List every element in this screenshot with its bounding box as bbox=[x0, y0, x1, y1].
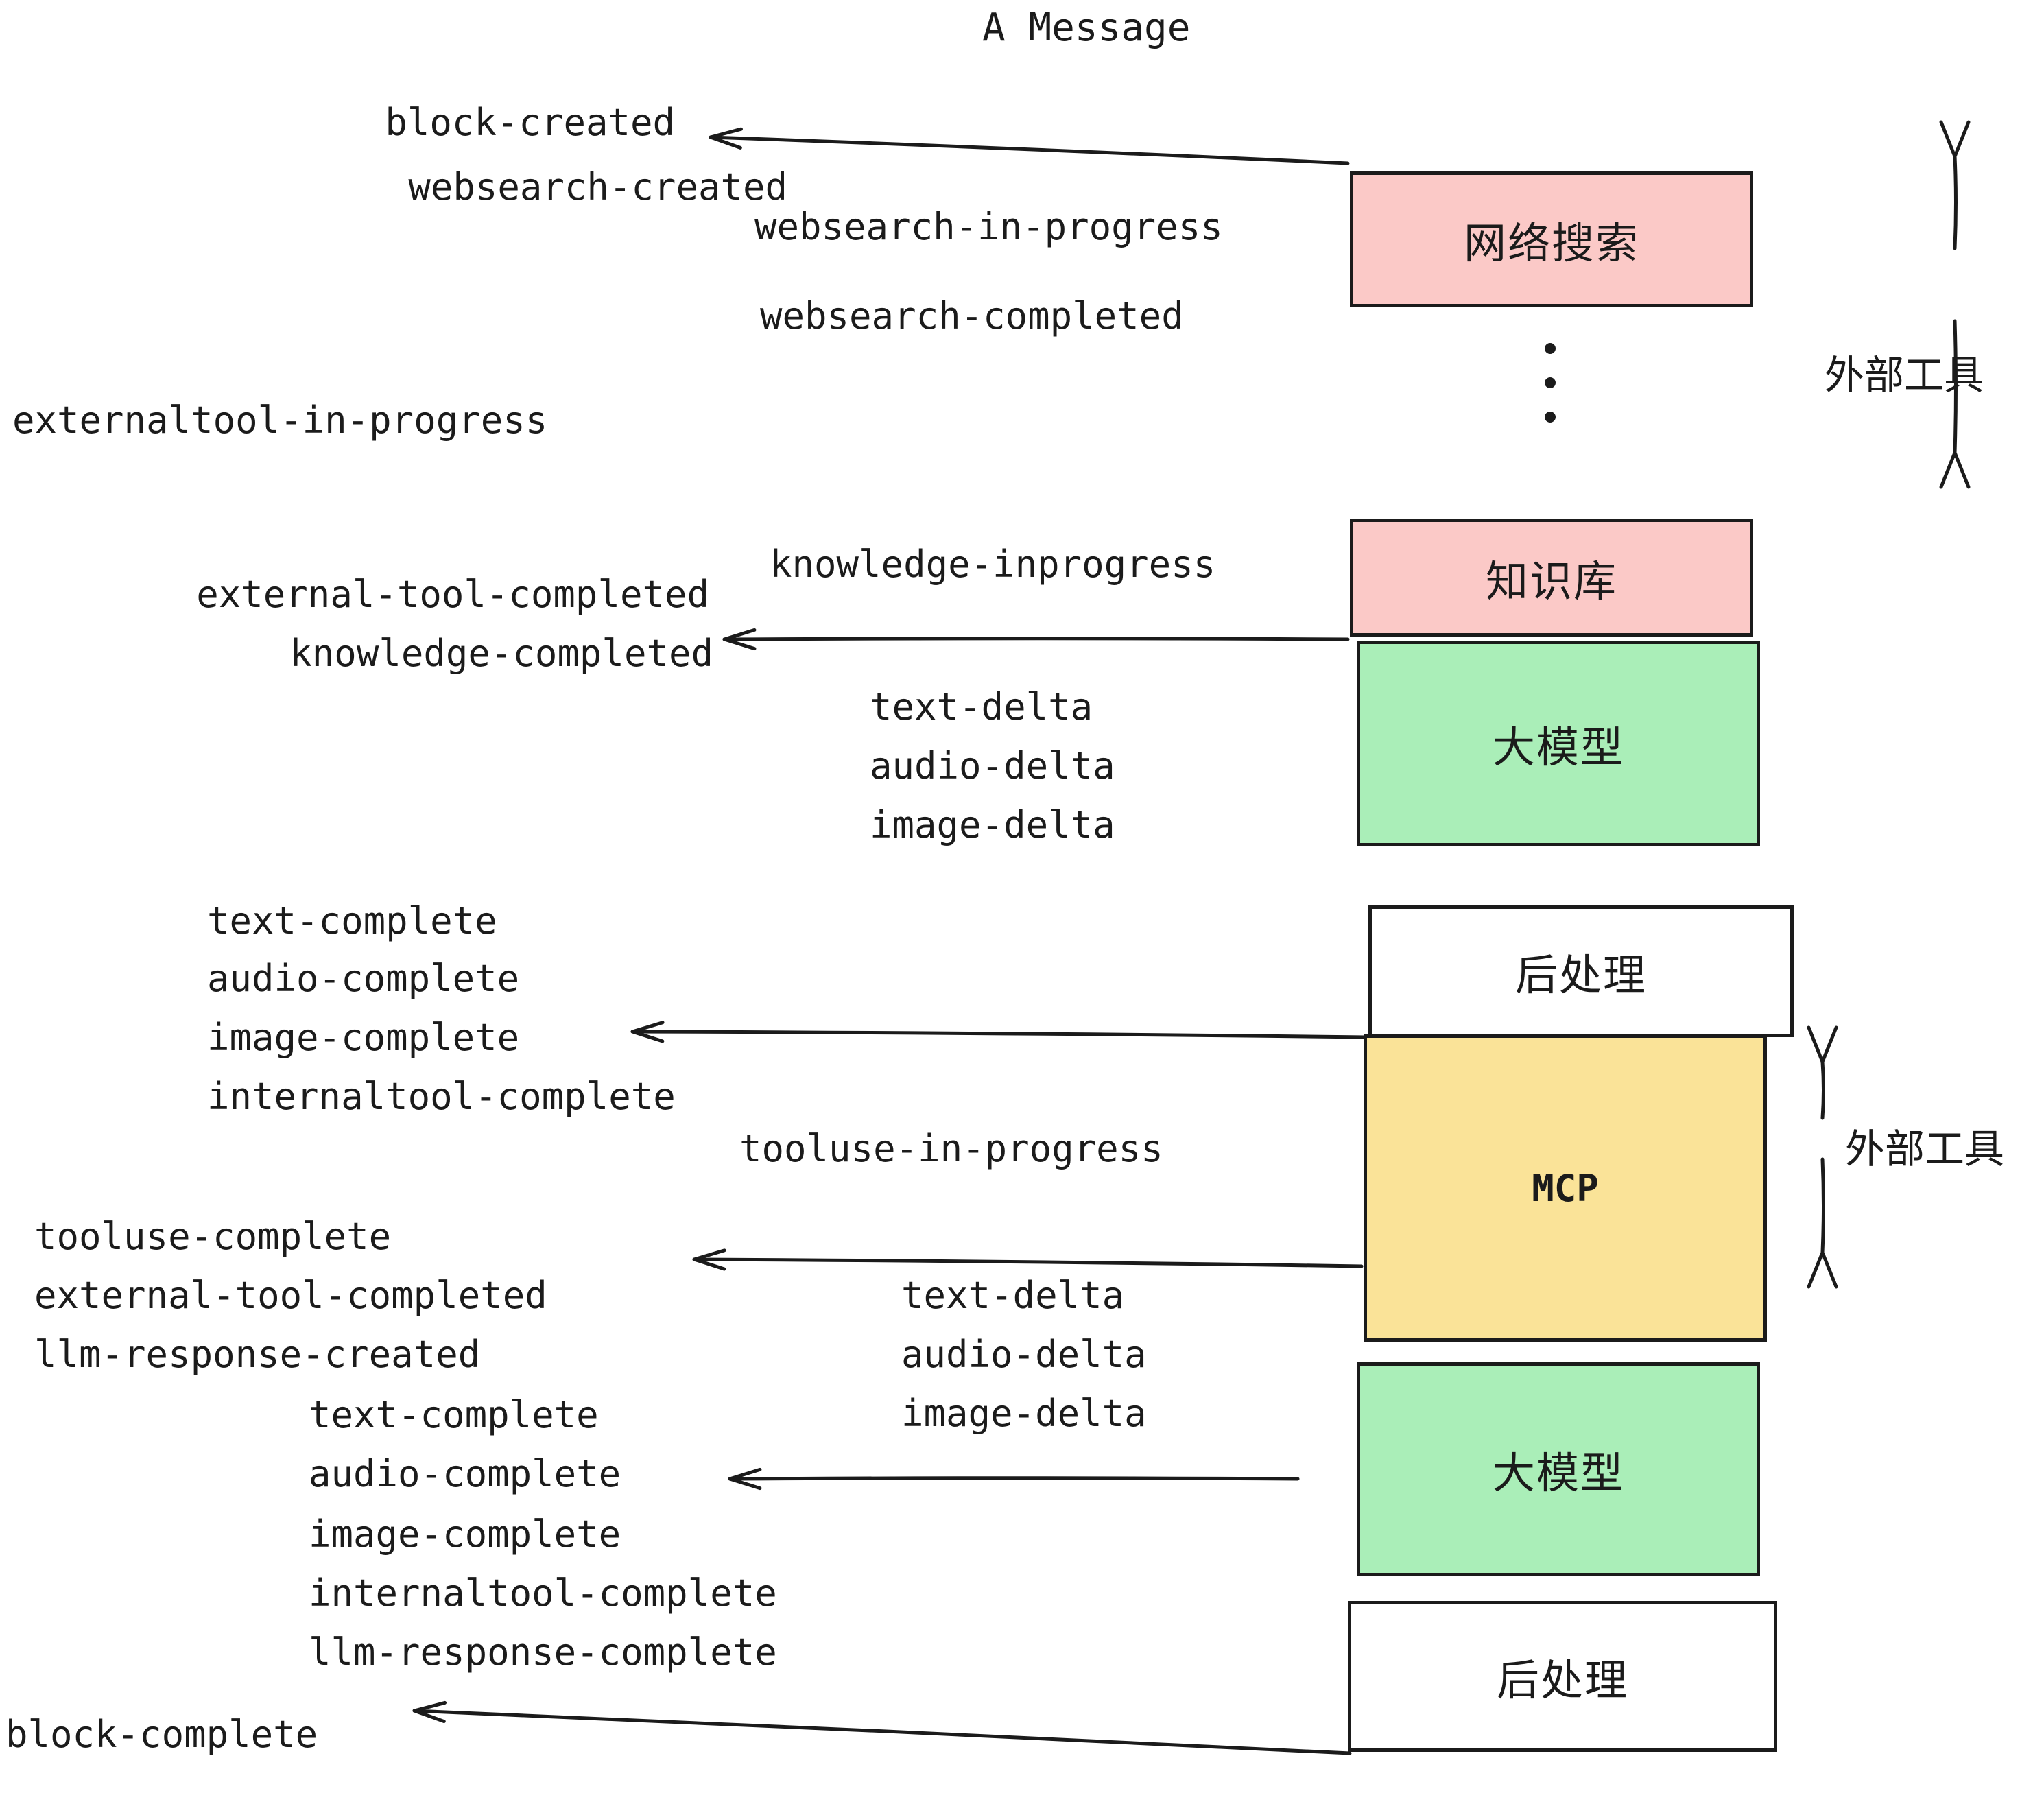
event-label-tooluse-in-progress: tooluse-in-progress bbox=[739, 1127, 1163, 1170]
node-label: 大模型 bbox=[1492, 722, 1624, 772]
external-tool-top-arrow-down bbox=[1953, 319, 1958, 455]
node-label: 大模型 bbox=[1492, 1448, 1624, 1498]
ellipsis-dot bbox=[1545, 343, 1556, 354]
external-tool-top-arrow-up bbox=[1953, 154, 1958, 250]
node-label: 知识库 bbox=[1485, 556, 1617, 606]
arrow-block-complete-head bbox=[412, 1700, 447, 1724]
vertical-ellipsis-icon bbox=[1545, 343, 1556, 446]
event-label-image-delta-2: image-delta bbox=[901, 1392, 1147, 1435]
event-label-knowledge-completed: knowledge-completed bbox=[289, 632, 713, 675]
event-label-websearch-completed: websearch-completed bbox=[760, 294, 1184, 337]
event-label-image-complete-1: image-complete bbox=[207, 1016, 520, 1059]
event-label-audio-delta-1: audio-delta bbox=[870, 744, 1115, 787]
side-label-external-tool-top: 外部工具 bbox=[1825, 352, 1984, 399]
node-llm-2[interactable]: 大模型 bbox=[1357, 1362, 1760, 1576]
node-label: 网络搜索 bbox=[1463, 218, 1639, 268]
external-tool-bottom-arrow-down-head bbox=[1807, 1250, 1838, 1289]
ellipsis-dot bbox=[1545, 412, 1556, 423]
arrow-tooluse-complete-head bbox=[692, 1248, 726, 1271]
arrow-block-complete bbox=[412, 1709, 1352, 1755]
event-label-image-delta-1: image-delta bbox=[870, 803, 1115, 846]
event-label-text-complete-1: text-complete bbox=[207, 899, 497, 942]
node-label: 后处理 bbox=[1496, 1655, 1628, 1705]
arrow-image-complete bbox=[630, 1030, 1368, 1039]
arrow-audio-complete-head bbox=[728, 1467, 762, 1491]
event-label-websearch-in-progress: websearch-in-progress bbox=[754, 205, 1223, 248]
event-label-tooluse-complete: tooluse-complete bbox=[34, 1215, 392, 1258]
event-label-knowledge-inprogress: knowledge-inprogress bbox=[770, 543, 1216, 586]
arrow-audio-complete bbox=[728, 1476, 1300, 1481]
event-label-image-complete-2: image-complete bbox=[309, 1512, 621, 1556]
external-tool-bottom-arrow-down bbox=[1820, 1157, 1825, 1255]
page-title: A Message bbox=[982, 5, 1191, 50]
arrow-block-created bbox=[709, 135, 1350, 165]
node-mcp[interactable]: MCP bbox=[1364, 1034, 1767, 1342]
event-label-text-delta-1: text-delta bbox=[870, 685, 1093, 728]
event-label-internaltool-complete-2: internaltool-complete bbox=[309, 1571, 777, 1615]
event-label-block-created: block-created bbox=[385, 101, 675, 144]
node-websearch[interactable]: 网络搜索 bbox=[1350, 171, 1753, 307]
event-label-external-tool-completed-1: external-tool-completed bbox=[196, 573, 709, 616]
event-label-websearch-created: websearch-created bbox=[408, 165, 787, 209]
event-label-llm-response-complete: llm-response-complete bbox=[309, 1630, 777, 1674]
event-label-text-complete-2: text-complete bbox=[309, 1393, 599, 1436]
event-label-externaltool-in-progress: externaltool-in-progress bbox=[12, 399, 548, 442]
arrow-tooluse-complete bbox=[692, 1257, 1364, 1268]
arrow-image-complete-head bbox=[630, 1021, 665, 1043]
event-label-block-complete: block-complete bbox=[5, 1713, 318, 1756]
event-label-internaltool-complete-1: internaltool-complete bbox=[207, 1075, 676, 1118]
external-tool-top-arrow-up-head bbox=[1939, 120, 1971, 158]
event-label-audio-complete-1: audio-complete bbox=[207, 957, 520, 1000]
external-tool-bottom-arrow-up bbox=[1820, 1060, 1825, 1120]
arrow-knowledge-completed-head bbox=[722, 628, 757, 651]
event-label-audio-delta-2: audio-delta bbox=[901, 1333, 1147, 1376]
node-postprocess-1[interactable]: 后处理 bbox=[1368, 905, 1794, 1037]
event-label-audio-complete-2: audio-complete bbox=[309, 1452, 621, 1495]
external-tool-bottom-arrow-up-head bbox=[1807, 1025, 1838, 1064]
node-label: 后处理 bbox=[1514, 950, 1647, 1000]
node-llm-1[interactable]: 大模型 bbox=[1357, 641, 1760, 846]
event-label-text-delta-2: text-delta bbox=[901, 1274, 1125, 1317]
arrow-block-created-head bbox=[709, 127, 743, 150]
node-postprocess-2[interactable]: 后处理 bbox=[1348, 1601, 1777, 1752]
event-label-llm-response-created: llm-response-created bbox=[34, 1333, 481, 1376]
external-tool-top-arrow-down-head bbox=[1939, 451, 1971, 489]
node-label: MCP bbox=[1532, 1166, 1599, 1210]
side-label-external-tool-bottom: 外部工具 bbox=[1845, 1126, 2005, 1172]
event-label-external-tool-completed-2: external-tool-completed bbox=[34, 1274, 547, 1317]
ellipsis-dot bbox=[1545, 377, 1556, 388]
node-knowledge[interactable]: 知识库 bbox=[1350, 519, 1753, 637]
